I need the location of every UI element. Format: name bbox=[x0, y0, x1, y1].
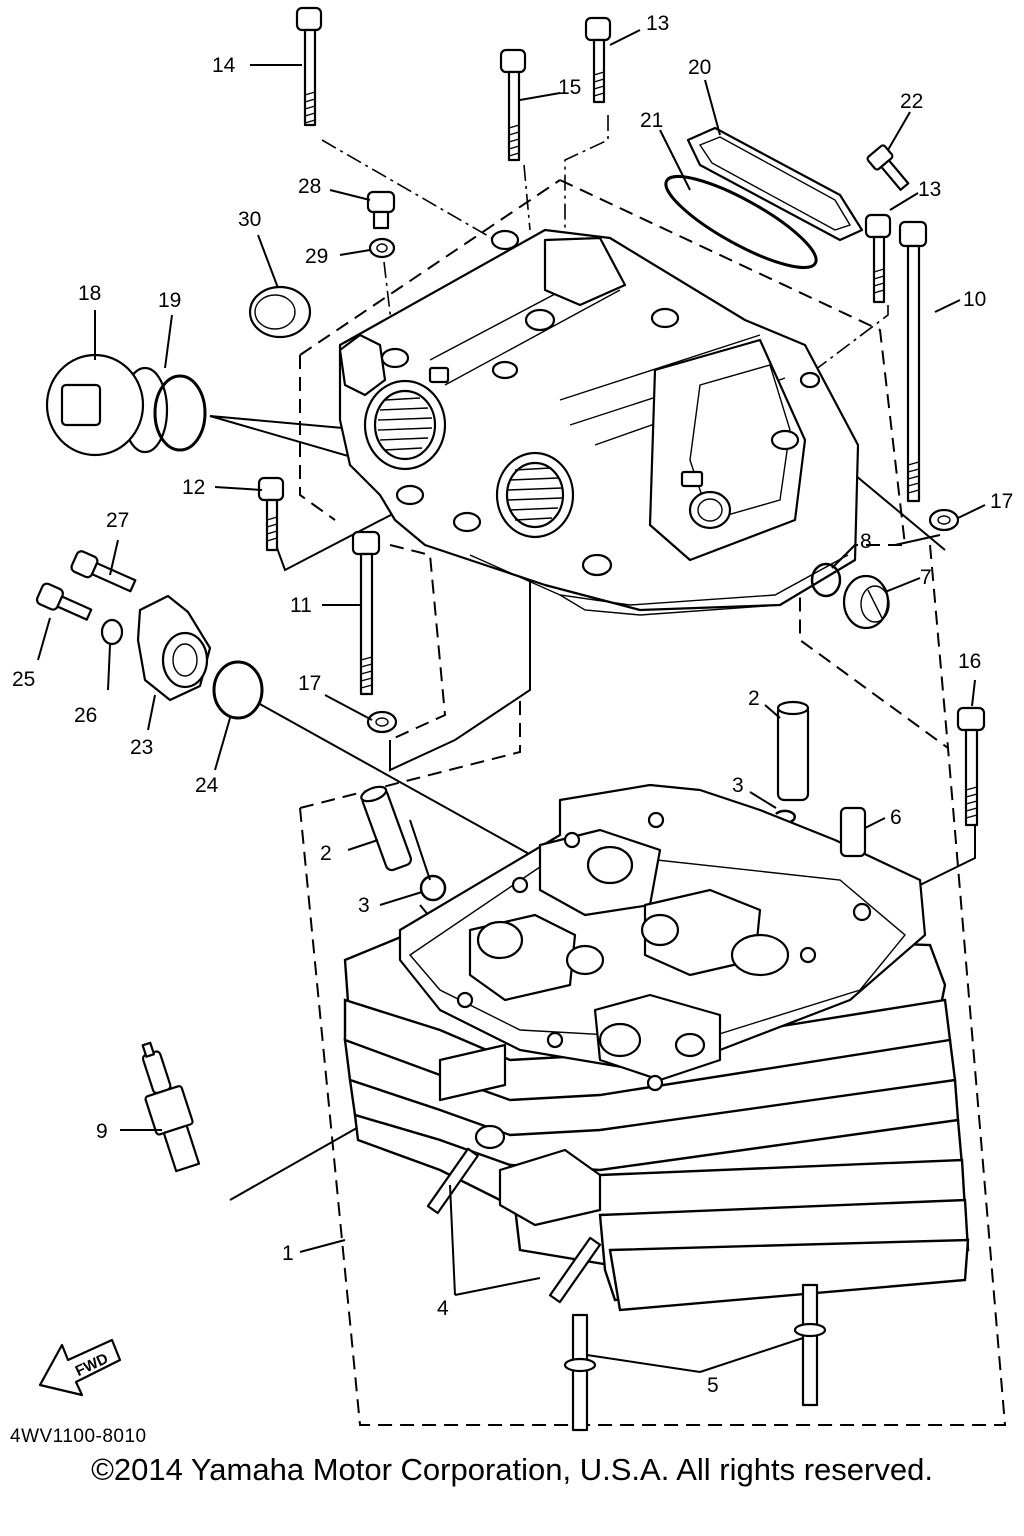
callout-16: 16 bbox=[958, 650, 981, 673]
copyright-notice: ©2014 Yamaha Motor Corporation, U.S.A. A… bbox=[91, 1452, 933, 1487]
callout-9: 9 bbox=[96, 1120, 108, 1143]
callout-11: 11 bbox=[290, 594, 312, 617]
callout-18: 18 bbox=[78, 282, 101, 305]
callout-8: 8 bbox=[860, 530, 872, 553]
callout-12: 12 bbox=[182, 476, 205, 499]
callout-30: 30 bbox=[238, 208, 261, 231]
callout-7: 7 bbox=[920, 566, 932, 589]
callout-1: 1 bbox=[282, 1242, 294, 1265]
callout-24: 24 bbox=[195, 774, 219, 797]
callout-2b: 2 bbox=[748, 687, 760, 710]
callout-leaders bbox=[37, 29, 986, 1373]
callout-26: 26 bbox=[74, 704, 97, 727]
callout-4: 4 bbox=[437, 1297, 449, 1320]
callout-25: 25 bbox=[12, 668, 35, 691]
cylinder-head bbox=[343, 783, 970, 1312]
callout-numbers: 1 2 2 3 3 4 5 6 7 8 9 10 11 12 13 13 14 … bbox=[12, 12, 1013, 1397]
callout-10: 10 bbox=[963, 288, 986, 311]
drawing-code: 4WV1100-8010 bbox=[10, 1426, 147, 1447]
callout-15: 15 bbox=[558, 76, 581, 99]
callout-6: 6 bbox=[890, 806, 902, 829]
callout-21: 21 bbox=[640, 109, 663, 132]
callout-13a: 13 bbox=[646, 12, 669, 35]
callout-17b: 17 bbox=[990, 490, 1013, 513]
callout-5: 5 bbox=[707, 1374, 719, 1397]
callout-27: 27 bbox=[106, 509, 129, 532]
callout-14: 14 bbox=[212, 54, 236, 77]
callout-29: 29 bbox=[305, 245, 328, 268]
part-bolts bbox=[257, 6, 986, 827]
callout-17a: 17 bbox=[298, 672, 321, 695]
callout-28: 28 bbox=[298, 175, 321, 198]
callout-23: 23 bbox=[130, 736, 153, 759]
valve-cover bbox=[338, 228, 860, 616]
callout-3b: 3 bbox=[732, 774, 744, 797]
callout-22: 22 bbox=[900, 90, 923, 113]
callout-13b: 13 bbox=[918, 178, 941, 201]
fwd-arrow-icon: FWD bbox=[38, 1338, 122, 1397]
callout-20: 20 bbox=[688, 56, 711, 79]
callout-3a: 3 bbox=[358, 894, 370, 917]
callout-2a: 2 bbox=[320, 842, 332, 865]
part-fittings bbox=[35, 126, 890, 1432]
callout-19: 19 bbox=[158, 289, 181, 312]
